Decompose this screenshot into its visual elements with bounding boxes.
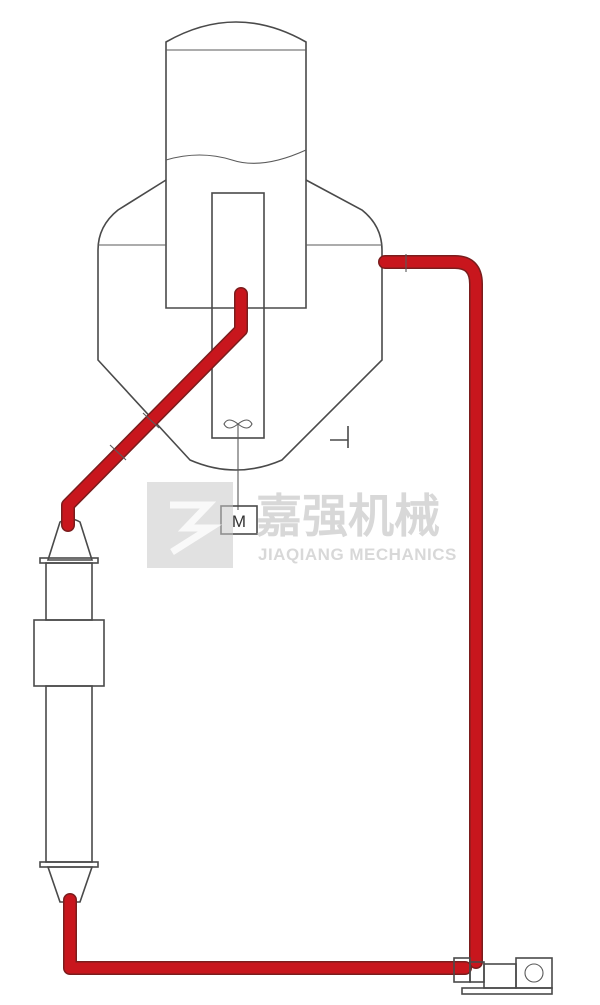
heat-exchanger bbox=[33, 518, 105, 903]
watermark: 嘉强机械 JIAQIANG MECHANICS bbox=[147, 482, 457, 568]
circulation-pump bbox=[453, 957, 553, 995]
draft-tube bbox=[211, 192, 265, 510]
watermark-brand-cn: 嘉强机械 bbox=[256, 489, 440, 543]
circulation-pipes bbox=[61, 254, 483, 975]
separator-tank bbox=[165, 21, 307, 309]
motor-label: M bbox=[232, 512, 246, 531]
watermark-brand-en: JIAQIANG MECHANICS bbox=[258, 545, 457, 564]
evaporator-vessel bbox=[97, 179, 383, 471]
